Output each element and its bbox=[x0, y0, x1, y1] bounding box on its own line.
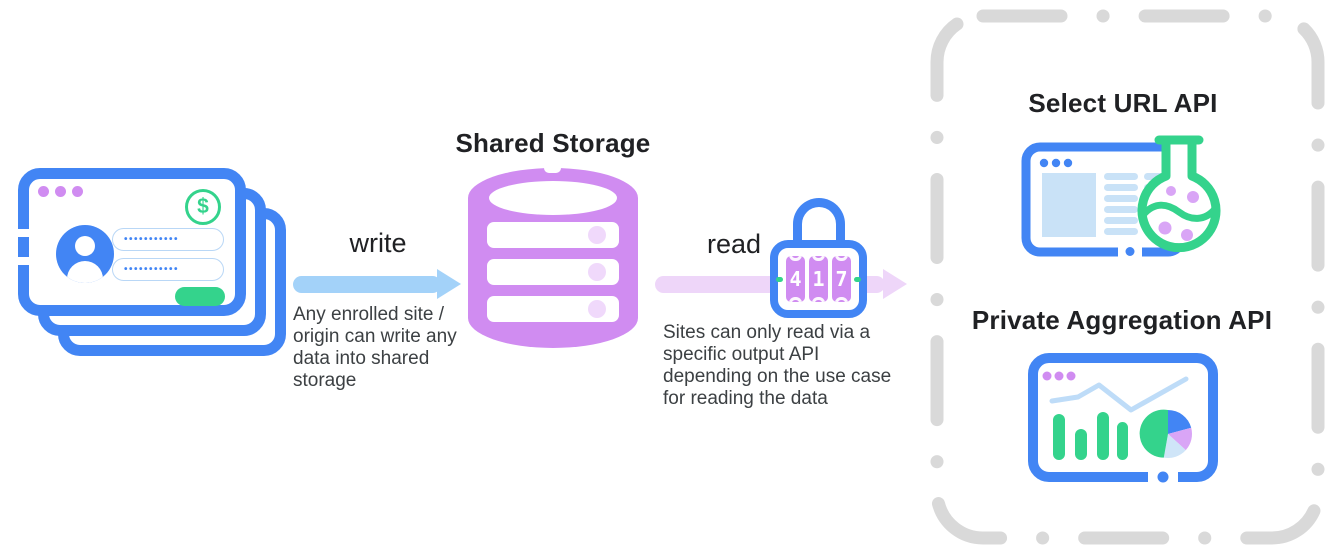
lock-wheel: 7 bbox=[832, 256, 851, 302]
lock-body: 4 1 7 bbox=[770, 240, 867, 318]
bar-chart-icon bbox=[1053, 412, 1128, 460]
pie-chart-icon bbox=[1139, 409, 1193, 458]
window-dot-icon bbox=[55, 186, 66, 197]
read-label: read bbox=[706, 229, 762, 259]
window-dot-icon bbox=[1042, 371, 1052, 381]
window-dot-icon bbox=[1039, 158, 1049, 168]
combination-lock-icon: 4 1 7 bbox=[770, 198, 870, 320]
private-aggregation-api-title: Private Aggregation API bbox=[971, 305, 1273, 335]
flask-icon bbox=[1137, 135, 1221, 253]
lock-dash-icon bbox=[854, 276, 861, 282]
window-dot-icon bbox=[72, 186, 83, 197]
read-arrow-head bbox=[883, 269, 907, 299]
line-chart-icon bbox=[1049, 376, 1189, 413]
password-field[interactable]: ••••••••••• bbox=[112, 258, 224, 281]
write-description: Any enrolled site / origin can write any… bbox=[293, 304, 457, 391]
private-aggregation-api-icon bbox=[1028, 353, 1218, 484]
lock-shackle bbox=[793, 198, 845, 248]
window-dot-icon bbox=[38, 186, 49, 197]
write-label: write bbox=[349, 228, 407, 258]
select-url-api-title: Select URL API bbox=[1028, 88, 1218, 118]
window-dot-icon bbox=[1051, 158, 1061, 168]
content-block bbox=[1042, 173, 1096, 237]
submit-button-shape[interactable] bbox=[175, 287, 225, 306]
window-dot-icon bbox=[1054, 371, 1064, 381]
lock-dash-icon bbox=[776, 276, 783, 282]
window-dot-icon bbox=[1063, 158, 1073, 168]
shared-storage-title: Shared Storage bbox=[455, 128, 651, 158]
output-apis-boundary bbox=[930, 9, 1325, 545]
password-field[interactable]: ••••••••••• bbox=[112, 228, 224, 251]
select-url-api-icon bbox=[1021, 135, 1221, 259]
border-dot-icon bbox=[18, 241, 29, 252]
lock-wheel: 4 bbox=[786, 256, 805, 302]
write-arrow-head bbox=[437, 269, 461, 299]
database-icon bbox=[468, 161, 638, 348]
write-arrow bbox=[293, 276, 441, 293]
dollar-symbol: $ bbox=[197, 195, 209, 218]
window-dot-icon bbox=[1066, 371, 1076, 381]
browser-card-front: $ ••••••••••• ••••••••••• bbox=[18, 168, 246, 316]
read-description: Sites can only read via a specific outpu… bbox=[663, 322, 892, 409]
lock-wheel: 1 bbox=[809, 256, 828, 302]
dollar-icon: $ bbox=[185, 189, 221, 225]
avatar-icon bbox=[56, 225, 114, 283]
